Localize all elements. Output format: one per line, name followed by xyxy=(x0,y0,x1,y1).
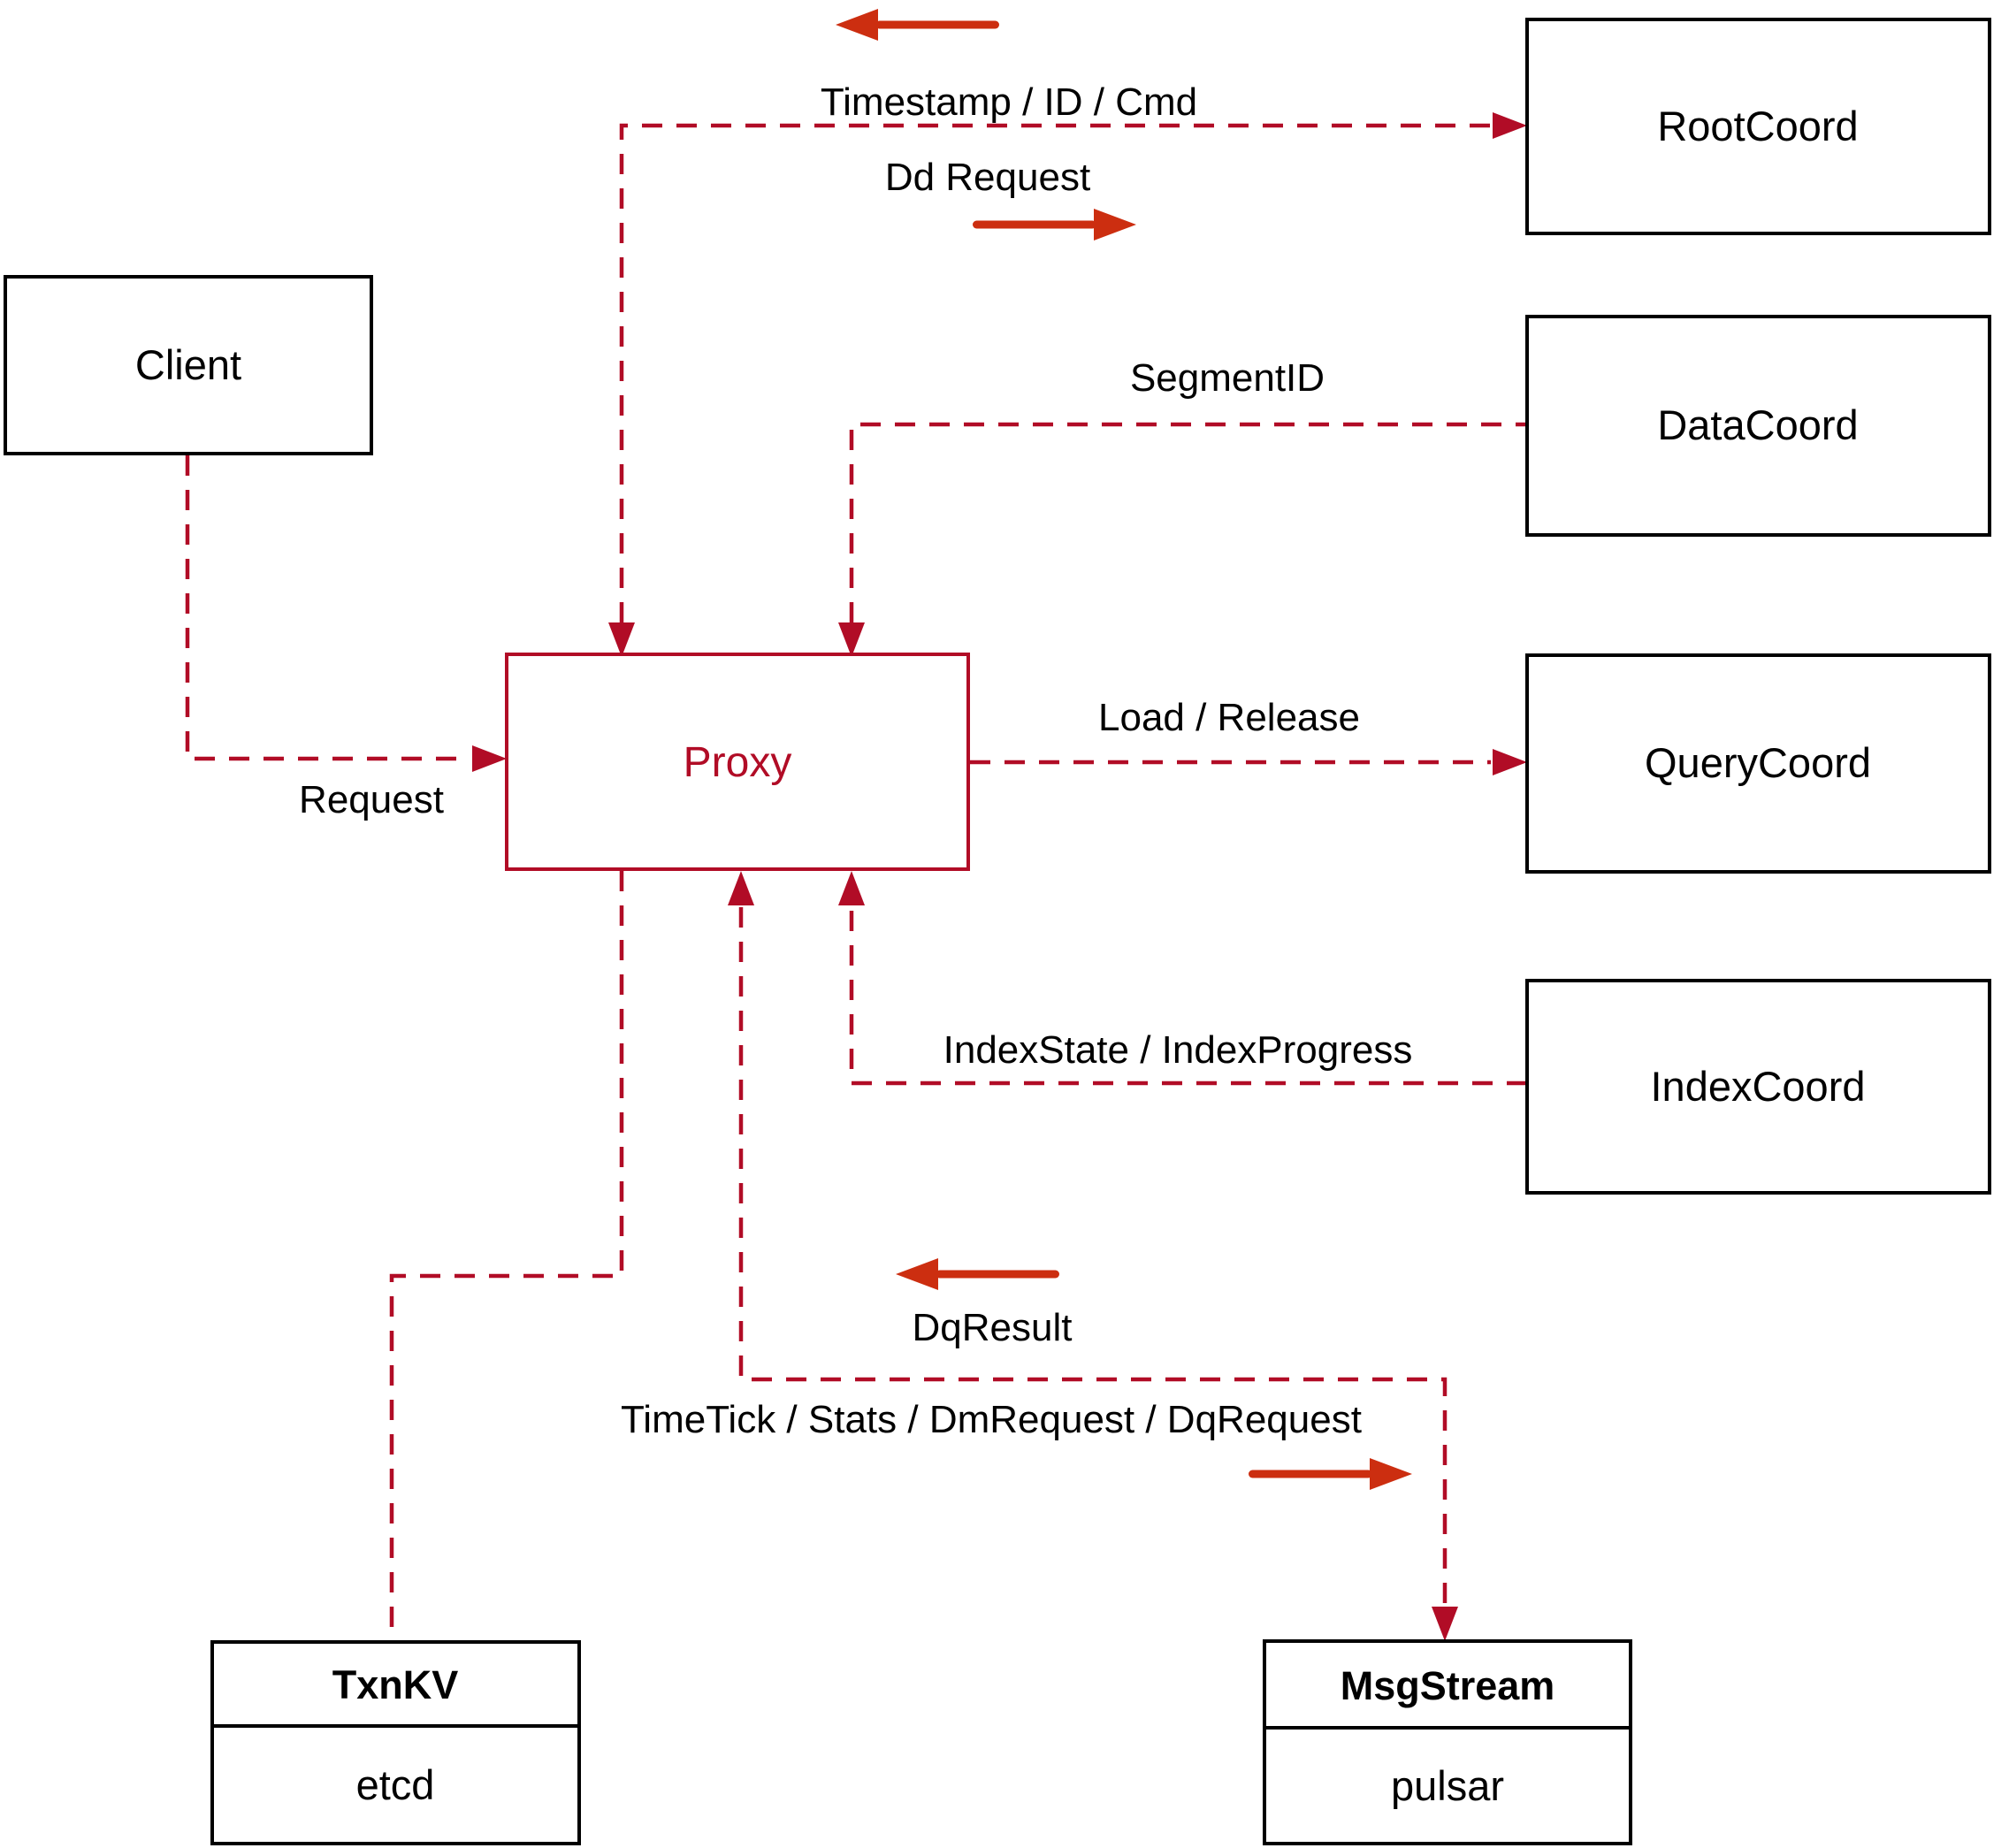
direction-arrow-request-rootcoord xyxy=(973,209,1136,241)
node-querycoord: QueryCoord xyxy=(1525,653,1991,874)
arrowhead-up-into-proxy-icon xyxy=(838,871,865,905)
left-block-arrow-icon xyxy=(896,1258,938,1290)
right-block-arrow-icon xyxy=(1094,209,1136,241)
txnkv-title: TxnKV xyxy=(332,1662,459,1707)
edge-label-segment-id: SegmentID xyxy=(1130,356,1325,400)
connector-line xyxy=(849,907,1527,1086)
node-proxy: Proxy xyxy=(505,653,970,871)
indexcoord-label: IndexCoord xyxy=(1651,1063,1866,1110)
edge-label-timestamp-id-cmd: Timestamp / ID / Cmd xyxy=(821,80,1197,124)
node-rootcoord: RootCoord xyxy=(1525,18,1991,235)
left-block-arrow-shaft xyxy=(875,20,999,29)
connector-line xyxy=(738,907,1448,1604)
rootcoord-label: RootCoord xyxy=(1657,103,1858,149)
connector-line xyxy=(849,422,1527,622)
arrowhead-up-into-proxy-icon xyxy=(728,871,754,905)
left-block-arrow-icon xyxy=(836,9,878,41)
txnkv-box xyxy=(210,1640,581,1845)
arrowhead-right-into-querycoord-icon xyxy=(1493,749,1527,775)
client-label: Client xyxy=(135,341,241,388)
direction-arrow-response-rootcoord xyxy=(836,9,999,41)
edge-proxy-querycoord xyxy=(970,749,1527,775)
datacoord-label: DataCoord xyxy=(1657,401,1858,448)
right-block-arrow-shaft xyxy=(973,220,1096,229)
arrowhead-right-into-proxy-icon xyxy=(472,745,507,772)
arrowhead-down-into-proxy-icon xyxy=(608,622,635,657)
edge-label-request: Request xyxy=(299,778,444,821)
left-block-arrow-shaft xyxy=(936,1270,1059,1279)
connector-line xyxy=(185,455,470,761)
rootcoord-box xyxy=(1525,18,1991,235)
arrowhead-down-into-msgstream-icon xyxy=(1432,1607,1458,1641)
right-block-arrow-shaft xyxy=(1249,1470,1372,1478)
direction-arrow-msgstream-request xyxy=(1249,1458,1412,1490)
edge-label-timetick-stats: TimeTick / Stats / DmRequest / DqRequest xyxy=(621,1398,1362,1441)
direction-arrow-dqresult xyxy=(896,1258,1059,1290)
msgstream-title: MsgStream xyxy=(1341,1663,1555,1708)
edge-indexcoord-proxy xyxy=(838,871,1527,1086)
connector-line xyxy=(619,123,1491,622)
msgstream-subtitle: pulsar xyxy=(1391,1762,1504,1809)
edge-label-index-state-progress: IndexState / IndexProgress xyxy=(943,1028,1413,1072)
client-box xyxy=(4,275,373,455)
txnkv-subtitle: etcd xyxy=(356,1761,435,1808)
edge-proxy-datacoord xyxy=(838,422,1527,657)
querycoord-label: QueryCoord xyxy=(1645,739,1871,786)
edge-proxy-msgstream xyxy=(728,871,1458,1641)
node-client: Client xyxy=(4,275,373,455)
querycoord-box xyxy=(1525,653,1991,874)
edge-client-proxy xyxy=(185,455,507,772)
edge-label-load-release: Load / Release xyxy=(1098,696,1360,739)
indexcoord-box xyxy=(1525,979,1991,1195)
edge-label-dd-request: Dd Request xyxy=(885,156,1090,199)
right-block-arrow-icon xyxy=(1370,1458,1412,1490)
edge-proxy-rootcoord xyxy=(608,112,1527,657)
node-indexcoord: IndexCoord xyxy=(1525,979,1991,1195)
proxy-label: Proxy xyxy=(684,739,792,786)
connector-line xyxy=(389,871,624,1640)
node-datacoord: DataCoord xyxy=(1525,315,1991,537)
arrowhead-down-into-proxy-icon xyxy=(838,622,865,657)
edge-label-dq-result: DqResult xyxy=(913,1306,1073,1349)
msgstream-box xyxy=(1263,1639,1632,1845)
node-txnkv: TxnKV etcd xyxy=(210,1640,581,1845)
edge-proxy-txnkv xyxy=(389,871,624,1640)
proxy-box xyxy=(505,653,970,871)
datacoord-box xyxy=(1525,315,1991,537)
arrowhead-right-into-rootcoord-icon xyxy=(1493,112,1527,139)
node-msgstream: MsgStream pulsar xyxy=(1263,1639,1632,1845)
